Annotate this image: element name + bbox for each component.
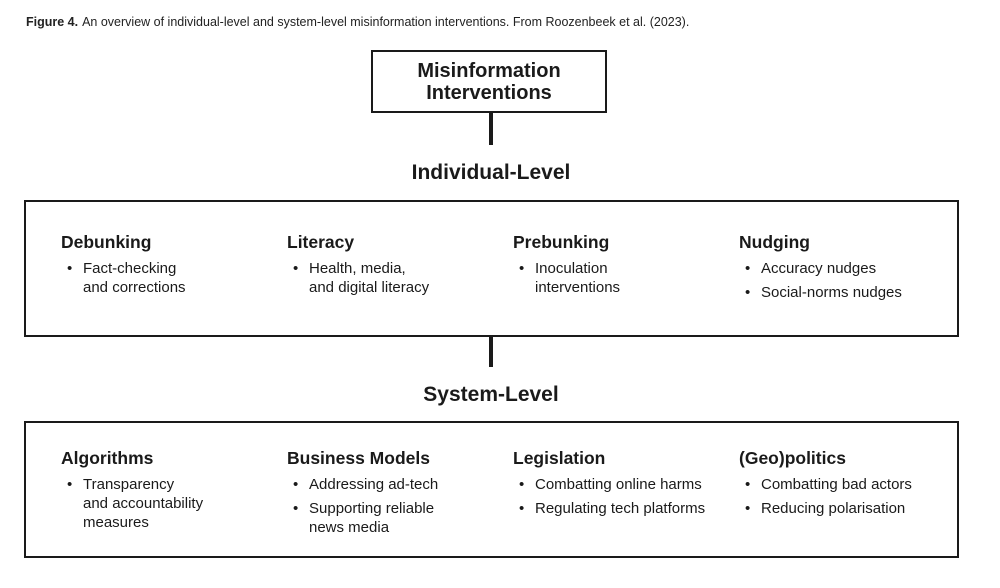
- bullet-item: • Transparency and accountability measures: [61, 475, 276, 532]
- bullet-list: • Fact-checking and corrections: [61, 259, 276, 297]
- bullet-line: and accountability: [83, 495, 204, 512]
- bullet-line: Fact-checking: [83, 260, 177, 277]
- heading-system-level: System-Level: [423, 383, 559, 406]
- bullet-line: Regulating tech platforms: [535, 500, 706, 517]
- root-node-line-1: Misinformation: [417, 59, 561, 82]
- category-title: Literacy: [287, 232, 355, 252]
- bullet-line: and digital literacy: [309, 279, 430, 296]
- bullet-line: Health, media,: [309, 260, 406, 277]
- bullet-line: Inoculation: [535, 260, 608, 277]
- bullet-item: • Accuracy nudges: [739, 259, 954, 278]
- bullet-item: • Supporting reliable news media: [287, 499, 502, 537]
- bullet-dot-icon: •: [519, 260, 525, 277]
- system-level-box: Algorithms • Transparency and accountabili…: [24, 421, 959, 558]
- bullet-line: Transparency: [83, 476, 175, 493]
- bullet-list: • Health, media, and digital literacy: [287, 259, 502, 297]
- category-legislation: Legislation • Combatting online harms • Re…: [513, 448, 728, 523]
- bullet-list: • Combatting online harms • Regulating tec…: [513, 475, 728, 518]
- bullet-item: • Regulating tech platforms: [513, 499, 728, 518]
- bullet-line: news media: [309, 519, 390, 536]
- connector-root-to-individual: [489, 113, 493, 145]
- bullet-dot-icon: •: [293, 260, 299, 277]
- bullet-item: • Addressing ad-tech: [287, 475, 502, 494]
- bullet-item: • Combatting bad actors: [739, 475, 954, 494]
- category-title: Debunking: [61, 232, 152, 252]
- bullet-dot-icon: •: [67, 476, 73, 493]
- category-business-models: Business Models • Addressing ad-tech • Sup…: [287, 448, 502, 542]
- bullet-list: • Addressing ad-tech • Supporting reliable…: [287, 475, 502, 537]
- bullet-line: Social-norms nudges: [761, 284, 902, 301]
- category-nudging: Nudging • Accuracy nudges • Social-norms n…: [739, 232, 954, 307]
- bullet-line: Combatting online harms: [535, 476, 702, 493]
- figure-caption: Figure 4.An overview of individual-level…: [26, 15, 689, 29]
- category-debunking: Debunking • Fact-checking and corrections: [61, 232, 276, 302]
- category-title: (Geo)politics: [739, 448, 846, 468]
- bullet-item: • Health, media, and digital literacy: [287, 259, 502, 297]
- bullet-dot-icon: •: [293, 476, 299, 493]
- bullet-dot-icon: •: [745, 260, 751, 277]
- bullet-dot-icon: •: [519, 476, 525, 493]
- category-title: Legislation: [513, 448, 606, 468]
- bullet-dot-icon: •: [293, 500, 299, 517]
- category-title: Business Models: [287, 448, 430, 468]
- bullet-line: and corrections: [83, 279, 186, 296]
- category-prebunking: Prebunking • Inoculation interventions: [513, 232, 728, 302]
- bullet-line: Supporting reliable: [309, 500, 435, 517]
- category-title: Algorithms: [61, 448, 154, 468]
- bullet-item: • Social-norms nudges: [739, 283, 954, 302]
- bullet-line: Combatting bad actors: [761, 476, 912, 493]
- bullet-list: • Combatting bad actors • Reducing polaris…: [739, 475, 954, 518]
- bullet-line: Reducing polarisation: [761, 500, 906, 517]
- bullet-item: • Reducing polarisation: [739, 499, 954, 518]
- root-node-misinformation-interventions: Misinformation Interventions: [371, 50, 607, 113]
- bullet-item: • Combatting online harms: [513, 475, 728, 494]
- bullet-line: measures: [83, 514, 149, 531]
- root-node-line-2: Interventions: [426, 81, 552, 104]
- bullet-list: • Inoculation interventions: [513, 259, 728, 297]
- category-literacy: Literacy • Health, media, and digital lite…: [287, 232, 502, 302]
- bullet-dot-icon: •: [519, 500, 525, 517]
- bullet-item: • Inoculation interventions: [513, 259, 728, 297]
- connector-individual-to-system: [489, 337, 493, 367]
- bullet-dot-icon: •: [745, 476, 751, 493]
- category-geopolitics: (Geo)politics • Combatting bad actors • Re…: [739, 448, 954, 523]
- figure-caption-text: An overview of individual-level and syst…: [82, 15, 690, 29]
- category-title: Prebunking: [513, 232, 610, 252]
- bullet-line: Addressing ad-tech: [309, 476, 439, 493]
- bullet-dot-icon: •: [745, 284, 751, 301]
- category-algorithms: Algorithms • Transparency and accountabili…: [61, 448, 276, 537]
- bullet-dot-icon: •: [67, 260, 73, 277]
- bullet-item: • Fact-checking and corrections: [61, 259, 276, 297]
- heading-individual-level: Individual-Level: [411, 161, 571, 184]
- bullet-list: • Accuracy nudges • Social-norms nudges: [739, 259, 954, 302]
- bullet-list: • Transparency and accountability measures: [61, 475, 276, 532]
- bullet-line: Accuracy nudges: [761, 260, 877, 277]
- category-title: Nudging: [739, 232, 810, 252]
- figure-label: Figure 4.: [26, 15, 79, 29]
- bullet-line: interventions: [535, 279, 621, 296]
- bullet-dot-icon: •: [745, 500, 751, 517]
